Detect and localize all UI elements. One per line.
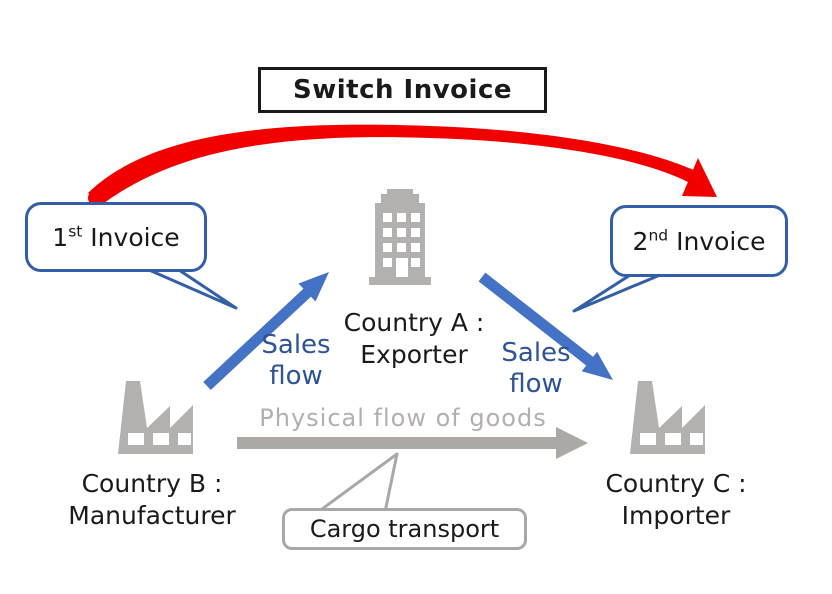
- sales-flow-label-right: Sales flow: [474, 338, 598, 400]
- factory-icon: [630, 381, 705, 454]
- first-invoice-word: Invoice: [82, 222, 180, 252]
- importer-country: Country C :: [605, 469, 747, 498]
- sales-right-line2: flow: [509, 369, 563, 399]
- sales-right-line1: Sales: [501, 338, 571, 368]
- first-invoice-number: 1: [52, 222, 69, 252]
- exporter-label: Country A : Exporter: [302, 307, 526, 371]
- first-invoice-label: 1st Invoice: [52, 223, 179, 252]
- second-invoice-number: 2: [632, 226, 649, 256]
- importer-role: Importer: [621, 501, 731, 530]
- sales-flow-arrow-right: [478, 272, 613, 380]
- exporter-country: Country A :: [343, 308, 485, 337]
- second-invoice-bubble-tail: [572, 268, 673, 313]
- physical-flow-label: Physical flow of goods: [259, 404, 547, 432]
- second-invoice-ordinal: nd: [648, 226, 669, 245]
- first-invoice-callout: 1st Invoice: [25, 202, 207, 272]
- importer-label: Country C : Importer: [566, 468, 786, 532]
- manufacturer-country: Country B :: [81, 469, 223, 498]
- sales-left-line2: flow: [269, 361, 323, 391]
- sales-left-line1: Sales: [261, 330, 331, 360]
- sales-flow-label-left: Sales flow: [234, 330, 358, 392]
- office-building-icon: [369, 189, 431, 285]
- second-invoice-callout: 2nd Invoice: [610, 205, 788, 277]
- title-label: Switch Invoice: [292, 75, 512, 105]
- second-invoice-word: Invoice: [668, 226, 766, 256]
- second-invoice-label: 2nd Invoice: [633, 227, 766, 256]
- manufacturer-label: Country B : Manufacturer: [32, 468, 272, 532]
- cargo-transport-label: Cargo transport: [309, 515, 500, 543]
- cargo-transport-callout: Cargo transport: [282, 508, 527, 550]
- first-invoice-ordinal: st: [68, 222, 83, 241]
- factory-icon: [118, 381, 193, 454]
- title-box: Switch Invoice: [258, 67, 547, 113]
- exporter-role: Exporter: [360, 340, 468, 369]
- physical-flow-arrow: [237, 427, 588, 459]
- first-invoice-bubble-tail: [139, 264, 238, 310]
- manufacturer-role: Manufacturer: [68, 501, 236, 530]
- sales-flow-arrow-left: [203, 272, 329, 391]
- cargo-bubble-tail: [317, 452, 399, 514]
